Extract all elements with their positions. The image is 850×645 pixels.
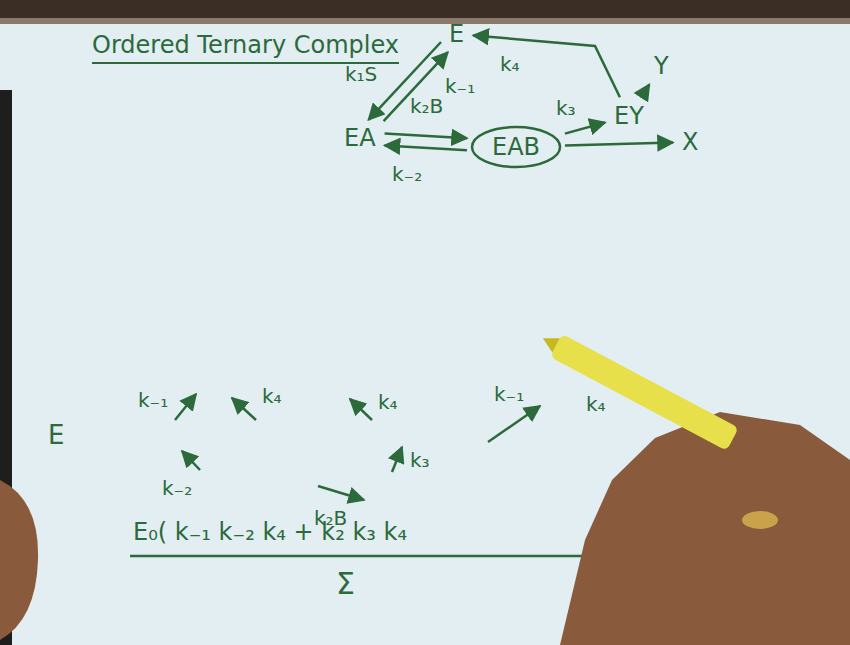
reaction-arrow bbox=[385, 133, 467, 138]
enzyme-species: E bbox=[443, 18, 470, 50]
rate-constant: k₁S bbox=[345, 62, 377, 86]
rate-constant: k₄ bbox=[586, 392, 606, 416]
rate-constant: k₃ bbox=[410, 448, 430, 472]
enzyme-species: X bbox=[676, 126, 704, 158]
rate-constant: k₋₁ bbox=[445, 74, 475, 98]
thumb bbox=[0, 480, 38, 640]
circled-species: EAB bbox=[470, 125, 562, 169]
reaction-arrow bbox=[641, 85, 649, 98]
rate-constant: k₄ bbox=[378, 390, 398, 414]
denominator: Σ bbox=[336, 566, 355, 602]
rate-equation: E₀( k₋₁ k₋₂ k₄ + k₂ k₃ k₄ bbox=[133, 518, 407, 547]
rate-constant: k₋₁ bbox=[494, 382, 524, 406]
title: Ordered Ternary Complex bbox=[92, 30, 399, 64]
species-label: EA bbox=[344, 124, 376, 152]
enzyme-species: Y bbox=[648, 50, 675, 82]
fraction-bar bbox=[130, 555, 660, 558]
ring bbox=[742, 511, 778, 529]
species-label: E bbox=[449, 20, 464, 48]
board-frame bbox=[0, 18, 850, 24]
rate-constant: k₄ bbox=[262, 384, 282, 408]
species-label: Y bbox=[654, 52, 669, 80]
reaction-arrow bbox=[473, 35, 620, 97]
board-frame bbox=[0, 0, 850, 18]
reaction-arrow bbox=[385, 145, 467, 150]
highlighter bbox=[537, 327, 739, 451]
enzyme-species: EA bbox=[338, 122, 382, 154]
enzyme-species: EY bbox=[608, 100, 650, 132]
rate-constant: k₋₁ bbox=[138, 388, 168, 412]
pattern-arrows bbox=[175, 394, 540, 500]
reaction-arrow bbox=[565, 123, 605, 134]
enzyme-species: E bbox=[48, 420, 64, 451]
hand bbox=[560, 412, 850, 645]
rate-constant: k₂B bbox=[410, 94, 443, 118]
species-label: X bbox=[682, 128, 698, 156]
rate-constant: k₃ bbox=[556, 96, 576, 120]
species-label: EY bbox=[614, 102, 644, 130]
rate-constant: k₋₂ bbox=[392, 162, 422, 186]
rate-constant: k₄ bbox=[500, 52, 520, 76]
reaction-arrow bbox=[565, 143, 673, 146]
rate-constant: k₋₂ bbox=[162, 476, 192, 500]
species-label: EAB bbox=[492, 133, 540, 161]
